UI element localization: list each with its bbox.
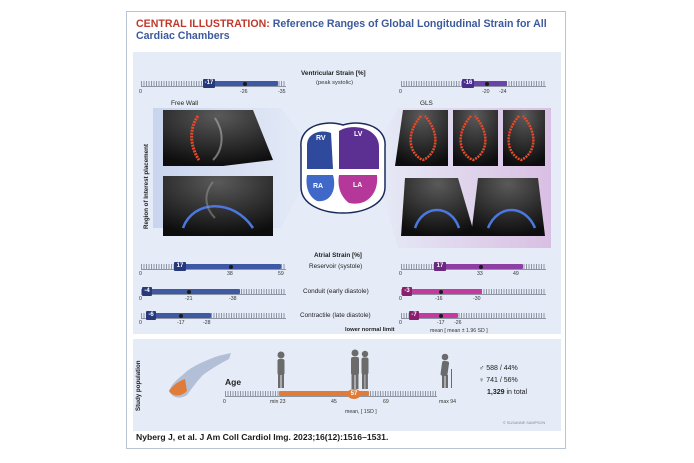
age-range-bar [279,391,369,396]
la-contractile-zero-tick: 0 [399,320,402,326]
lv-chamber-label: LV [354,131,363,138]
ra-contractile-mean-tick: -17 [177,320,185,326]
lv-mean-dot [485,81,489,86]
la-conduit-zero-tick: 0 [399,296,402,302]
ra-contractile-lln-badge: -6 [146,311,156,320]
female-count: ♀ 741 / 56% [479,377,518,384]
la-contractile-max-tick: -26 [454,320,462,326]
ra-reservoir-mean-dot [229,264,233,269]
age-label: Age [225,377,242,387]
lv-mean-tick: -20 [482,89,490,95]
population-silhouettes [277,349,452,389]
lower-normal-limit-legend: lower normal limit [345,327,395,333]
study-population-label: Study population [135,360,142,411]
ra-reservoir-max-tick: 59 [278,271,284,277]
male-icon: ♂ [479,365,485,372]
ra-reservoir-zero-tick: 0 [139,271,142,277]
age-low-tick: 45 [331,399,337,405]
la-conduit-range-bar [404,289,482,294]
rv-zero-tick: 0 [139,89,142,95]
age-high-tick: 69 [383,399,389,405]
rv-mean-dot [243,81,247,86]
rv-lln-badge: -17 [203,79,215,88]
reservoir-label: Reservoir (systole) [309,263,363,270]
total-count: 1,329 in total [487,389,528,396]
ra-conduit-mean-tick: -21 [185,296,193,302]
la-chamber [338,175,378,204]
la-contractile-mean-tick: -17 [437,320,445,326]
la-contractile-range-bar [412,313,458,318]
citation: Nyberg J, et al. J Am Coll Cardiol Img. … [136,432,389,442]
rv-mean-tick: -26 [240,89,248,95]
illustration-title: CENTRAL ILLUSTRATION: Reference Ranges o… [136,18,556,42]
echo-images [153,108,551,248]
la-chamber-label: LA [353,182,363,189]
ra-contractile-ruler [141,313,286,319]
rv-max-tick: -35 [278,89,286,95]
ventricular-strain-label: Ventricular Strain [%] [301,70,366,77]
ra-reservoir-lln-badge: 17 [174,262,186,271]
age-max-tick: max 94 [439,399,457,405]
ra-chamber [306,175,335,202]
ra-contractile-mean-dot [179,313,183,318]
age-zero-tick: 0 [223,399,226,405]
la-contractile-ruler [401,313,546,319]
norway-map-icon [169,353,231,398]
atrial-strain-label: Atrial Strain [%] [314,252,362,259]
lv-zero-tick: 0 [399,89,402,95]
free-wall-label: Free Wall [171,100,199,107]
la-reservoir-max-tick: 49 [513,271,519,277]
gls-label: GLS [420,100,433,107]
la-reservoir-mean-dot [479,264,483,269]
rv-chamber-label: RV [316,135,326,142]
study-population-panel: Study population Age 57 0 min 23 45 69 m… [133,339,561,431]
ra-echo-roi [163,176,273,236]
rv-echo-free-wall [163,110,273,166]
ra-conduit-max-tick: -38 [229,296,237,302]
central-illustration: CENTRAL ILLUSTRATION: Reference Ranges o… [126,11,566,449]
rv-strain-range-bar [206,81,278,86]
title-lead: CENTRAL ILLUSTRATION: [136,18,270,30]
la-conduit-lln-badge: -3 [402,287,412,296]
rv-chamber [307,131,333,169]
la-reservoir-lln-badge: 17 [434,262,446,271]
la-conduit-mean-dot [439,289,443,294]
female-icon: ♀ [479,377,485,384]
conduit-label: Conduit (early diastole) [303,288,369,295]
contractile-label: Contractile (late diastole) [300,312,371,319]
la-reservoir-zero-tick: 0 [399,271,402,277]
roi-vertical-label: Region of Interest placement [143,144,150,229]
la-contractile-mean-dot [439,313,443,318]
ra-conduit-range-bar [145,289,240,294]
peak-systolic-label: (peak systolic) [316,80,354,86]
ra-conduit-zero-tick: 0 [139,296,142,302]
heart-chambers-diagram [300,122,386,214]
la-conduit-mean-tick: -16 [435,296,443,302]
strain-panel: Ventricular Strain [%] (peak systolic) -… [133,52,561,334]
la-reservoir-mean-tick: 33 [477,271,483,277]
la-contractile-lln-badge: -7 [409,311,419,320]
ra-conduit-lln-badge: -4 [142,287,152,296]
age-mean-sd-label: mean, [ 1SD ] [345,409,377,415]
ra-contractile-max-tick: -28 [203,320,211,326]
ra-chamber-label: RA [313,183,324,190]
mean-sd-legend: mean [ mean ± 1.96 SD ] [430,328,488,334]
ra-conduit-mean-dot [187,289,191,294]
title-text: Reference Ranges of Global Longitudinal … [136,18,547,42]
male-count: ♂ 588 / 44% [479,365,518,372]
la-echo-roi-views [401,178,545,236]
la-conduit-max-tick: -30 [473,296,481,302]
ra-contractile-zero-tick: 0 [139,320,142,326]
lv-echo-gls-views [395,110,545,166]
ra-reservoir-mean-tick: 38 [227,271,233,277]
lv-max-tick: -24 [499,89,507,95]
age-mean-badge: 57 [347,389,361,399]
lv-lln-badge: -16 [462,79,474,88]
age-min-tick: min 23 [270,399,286,405]
artist-watermark: © SUSANNE SAMPSON [503,421,546,425]
lv-chamber [339,127,379,169]
